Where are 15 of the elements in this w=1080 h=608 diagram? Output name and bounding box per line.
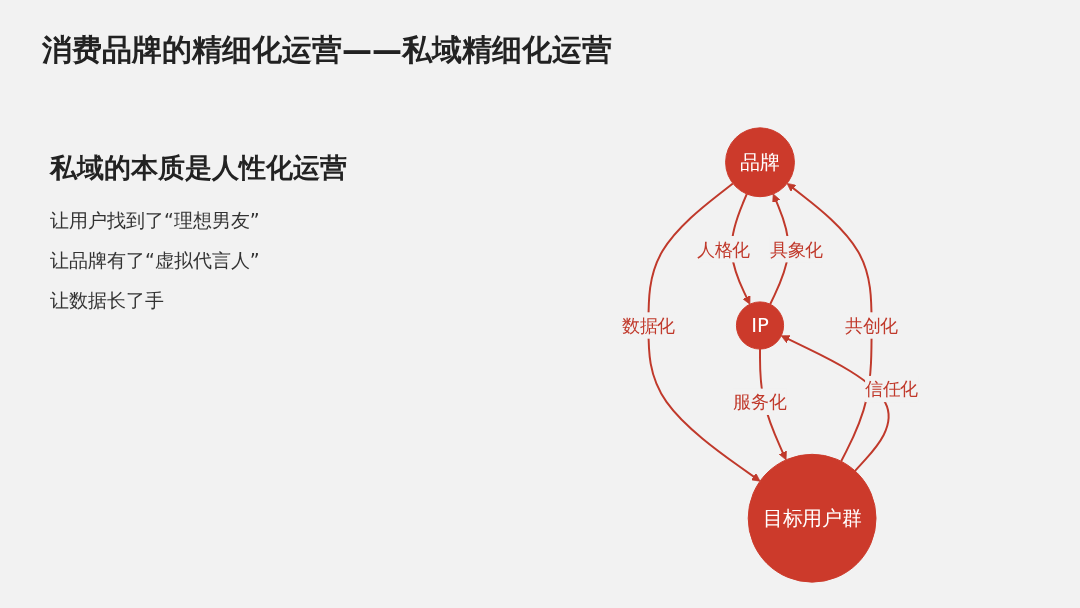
edge-label: 服务化 xyxy=(733,391,787,413)
text-line: 让数据长了手 xyxy=(50,288,164,313)
text-line: 让品牌有了“虚拟代言人” xyxy=(50,248,260,273)
arrow xyxy=(647,182,761,482)
node-circle: 品牌 xyxy=(725,127,795,198)
edge-label: 共创化 xyxy=(845,315,899,336)
edge-label: 信任化 xyxy=(865,378,919,400)
node-circle: IP xyxy=(735,301,785,350)
node-circle: 目标用户群 xyxy=(747,453,877,583)
text-line: 让用户找到了“理想男友” xyxy=(50,208,260,233)
edge-label: 具象化 xyxy=(769,238,823,260)
subheading: 私域的本质是人性化运营 xyxy=(50,151,347,185)
edge-label: 人格化 xyxy=(697,238,751,260)
edge-label: 数据化 xyxy=(621,315,675,336)
title: 消费品牌的精细化运营——私域精细化运营 xyxy=(42,31,612,69)
